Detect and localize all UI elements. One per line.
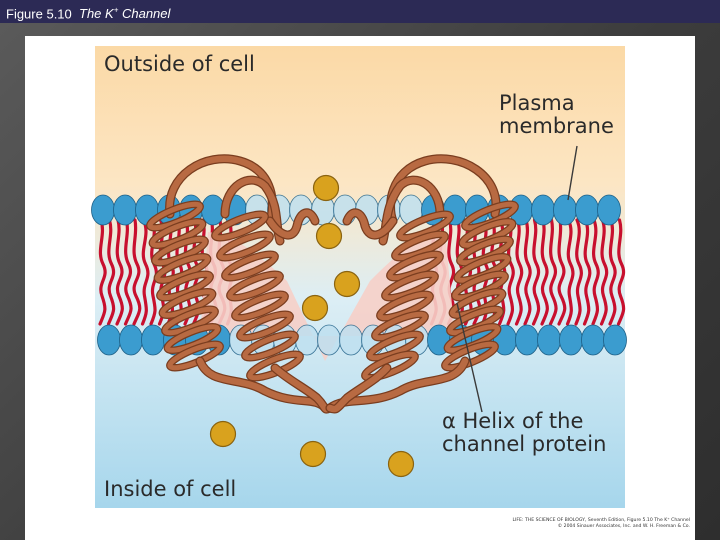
- label-alpha-helix-text: Helix of the: [455, 409, 584, 433]
- helix-turn: [149, 219, 206, 248]
- slide-title-bar: Figure 5.10 The K+ Channel: [0, 0, 720, 23]
- slide-figure-number: Figure 5.10: [6, 6, 72, 22]
- lipid-tail: [140, 218, 150, 326]
- label-alpha-helix: α Helix of the channel protein: [442, 410, 606, 456]
- helix-turn: [392, 231, 448, 261]
- lipid-head: [575, 194, 599, 226]
- lipid-head: [119, 324, 143, 356]
- lipid-tail: [599, 218, 609, 326]
- helix-turn: [372, 311, 428, 341]
- label-alpha-helix-line2: channel protein: [442, 432, 607, 456]
- lipid-tail: [540, 218, 549, 326]
- slide-title-suffix: Channel: [118, 6, 171, 22]
- channel-lining-head: [339, 324, 363, 356]
- lipid-head: [113, 194, 137, 226]
- helix-turn: [154, 254, 211, 283]
- lipid-head: [141, 324, 165, 356]
- helix-turn: [212, 211, 268, 241]
- figure-credit-line2: © 2004 Sinauer Associates, Inc. and W. H…: [557, 524, 690, 529]
- slide-title: Figure 5.10 The K+ Channel: [6, 3, 170, 22]
- helix-turn: [367, 331, 423, 361]
- helix-turn: [159, 289, 216, 318]
- helix-turn: [242, 331, 298, 361]
- ion-inside-middle: [299, 440, 327, 468]
- ion-channel-upper: [315, 222, 343, 250]
- lipid-tail: [106, 218, 116, 326]
- lipid-tail: [548, 218, 558, 326]
- potassium-ions: [209, 174, 415, 478]
- lipid-head: [559, 324, 583, 356]
- helix-turn: [232, 291, 288, 321]
- protein-tail-right-inner: [326, 364, 391, 413]
- lipid-head: [553, 194, 577, 226]
- lipid-tail: [582, 218, 592, 326]
- lipid-head: [97, 324, 121, 356]
- label-alpha-symbol: α: [442, 409, 456, 433]
- k-channel-diagram: [91, 46, 627, 508]
- ion-channel-middle: [333, 270, 361, 298]
- lipid-tail: [608, 218, 617, 326]
- channel-protein: [146, 154, 519, 414]
- lipid-tail: [514, 218, 524, 326]
- helix-turn: [362, 351, 418, 381]
- slide-title-main: The K: [79, 6, 114, 22]
- label-outside-of-cell: Outside of cell: [104, 52, 255, 76]
- helix-turn: [152, 236, 208, 266]
- slide-title-text: The K+ Channel: [79, 6, 170, 21]
- figure-credit-line1: LIFE: THE SCIENCE OF BIOLOGY, Seventh Ed…: [512, 518, 690, 523]
- helix-turn: [377, 291, 433, 321]
- helix-turn: [147, 201, 203, 231]
- membrane-leader-line: [567, 145, 578, 201]
- helix-turn: [227, 271, 283, 301]
- ion-outside: [312, 174, 340, 202]
- filter-loop-left: [266, 209, 319, 239]
- lipid-tail: [115, 218, 124, 326]
- label-plasma-membrane: Plasma membrane: [499, 92, 614, 138]
- helix-turn: [382, 271, 438, 301]
- helix-turn: [217, 231, 273, 261]
- channel-lining-head: [317, 324, 341, 356]
- lipid-tail: [557, 218, 567, 326]
- label-plasma-membrane-line1: Plasma: [499, 91, 575, 115]
- channel-lining-head: [295, 324, 319, 356]
- lipid-tail: [132, 218, 142, 326]
- lipid-head: [603, 324, 627, 356]
- figure-credit: LIFE: THE SCIENCE OF BIOLOGY, Seventh Ed…: [428, 518, 690, 530]
- ion-inside-left: [209, 420, 237, 448]
- figure-panel: Outside of cell Plasma membrane α Helix …: [25, 36, 695, 540]
- protein-tail-left: [196, 357, 329, 412]
- helix-turn: [222, 251, 278, 281]
- alpha-helix-inner-right: [361, 210, 454, 382]
- lipid-tail: [616, 218, 626, 326]
- helix-turn: [162, 306, 218, 336]
- lipid-tail: [98, 218, 107, 326]
- lipid-head: [581, 324, 605, 356]
- slide-title-superscript: +: [113, 6, 119, 15]
- lipid-tail: [531, 218, 541, 326]
- alpha-helix-outer-left: [146, 200, 224, 372]
- lipid-tail: [123, 218, 133, 326]
- leader-lines: [456, 145, 578, 413]
- label-plasma-membrane-line2: membrane: [499, 114, 614, 138]
- lipid-head: [597, 194, 621, 226]
- helix-turn: [237, 311, 293, 341]
- label-inside-of-cell: Inside of cell: [104, 477, 237, 501]
- lipid-head: [91, 194, 115, 226]
- helix-turn: [397, 211, 453, 241]
- ion-inside-right: [387, 450, 415, 478]
- lipid-tail: [565, 218, 575, 326]
- lipid-tail: [591, 218, 600, 326]
- helix-turn: [387, 251, 443, 281]
- lipid-head: [515, 324, 539, 356]
- ion-channel-lower: [301, 294, 329, 322]
- lipid-head: [531, 194, 555, 226]
- label-alpha-helix-line1: α Helix of the: [442, 410, 606, 433]
- lipid-head: [537, 324, 561, 356]
- helix-leader-line: [456, 302, 483, 413]
- lipid-tail: [523, 218, 532, 326]
- filter-loop-right: [343, 209, 397, 239]
- lipid-tail: [574, 218, 583, 326]
- helix-turn: [164, 324, 221, 353]
- helix-turn: [157, 271, 213, 301]
